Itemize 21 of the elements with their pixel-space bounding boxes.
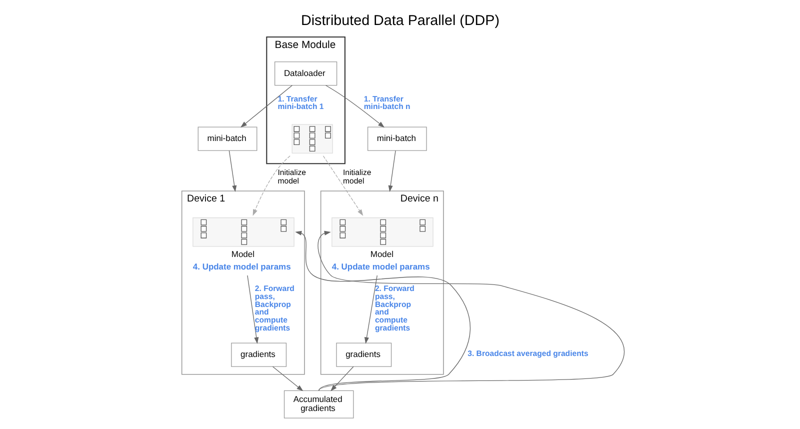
diagram-title: Distributed Data Parallel (DDP) xyxy=(300,13,499,30)
node-box: Dataloader xyxy=(274,61,337,86)
arrow xyxy=(388,150,396,192)
node-label: Model xyxy=(230,249,254,260)
node-box: mini-batch xyxy=(197,126,257,151)
arrow xyxy=(322,156,363,216)
node-box: gradients xyxy=(336,342,392,367)
arrow xyxy=(246,275,258,344)
node-box: Accumulated gradients xyxy=(283,390,354,418)
node-label: Model xyxy=(370,249,393,260)
node-box: mini-batch xyxy=(366,126,426,151)
arrow xyxy=(240,85,292,128)
arrow xyxy=(272,366,303,392)
node-label: 4. Update model params xyxy=(192,262,290,272)
arrow xyxy=(324,85,384,128)
node-box: gradients xyxy=(230,342,286,367)
arrow xyxy=(364,275,377,344)
arrow xyxy=(252,156,290,216)
arrow xyxy=(228,150,236,192)
node-label: 4. Update model params xyxy=(331,262,430,272)
arrow xyxy=(330,366,354,392)
